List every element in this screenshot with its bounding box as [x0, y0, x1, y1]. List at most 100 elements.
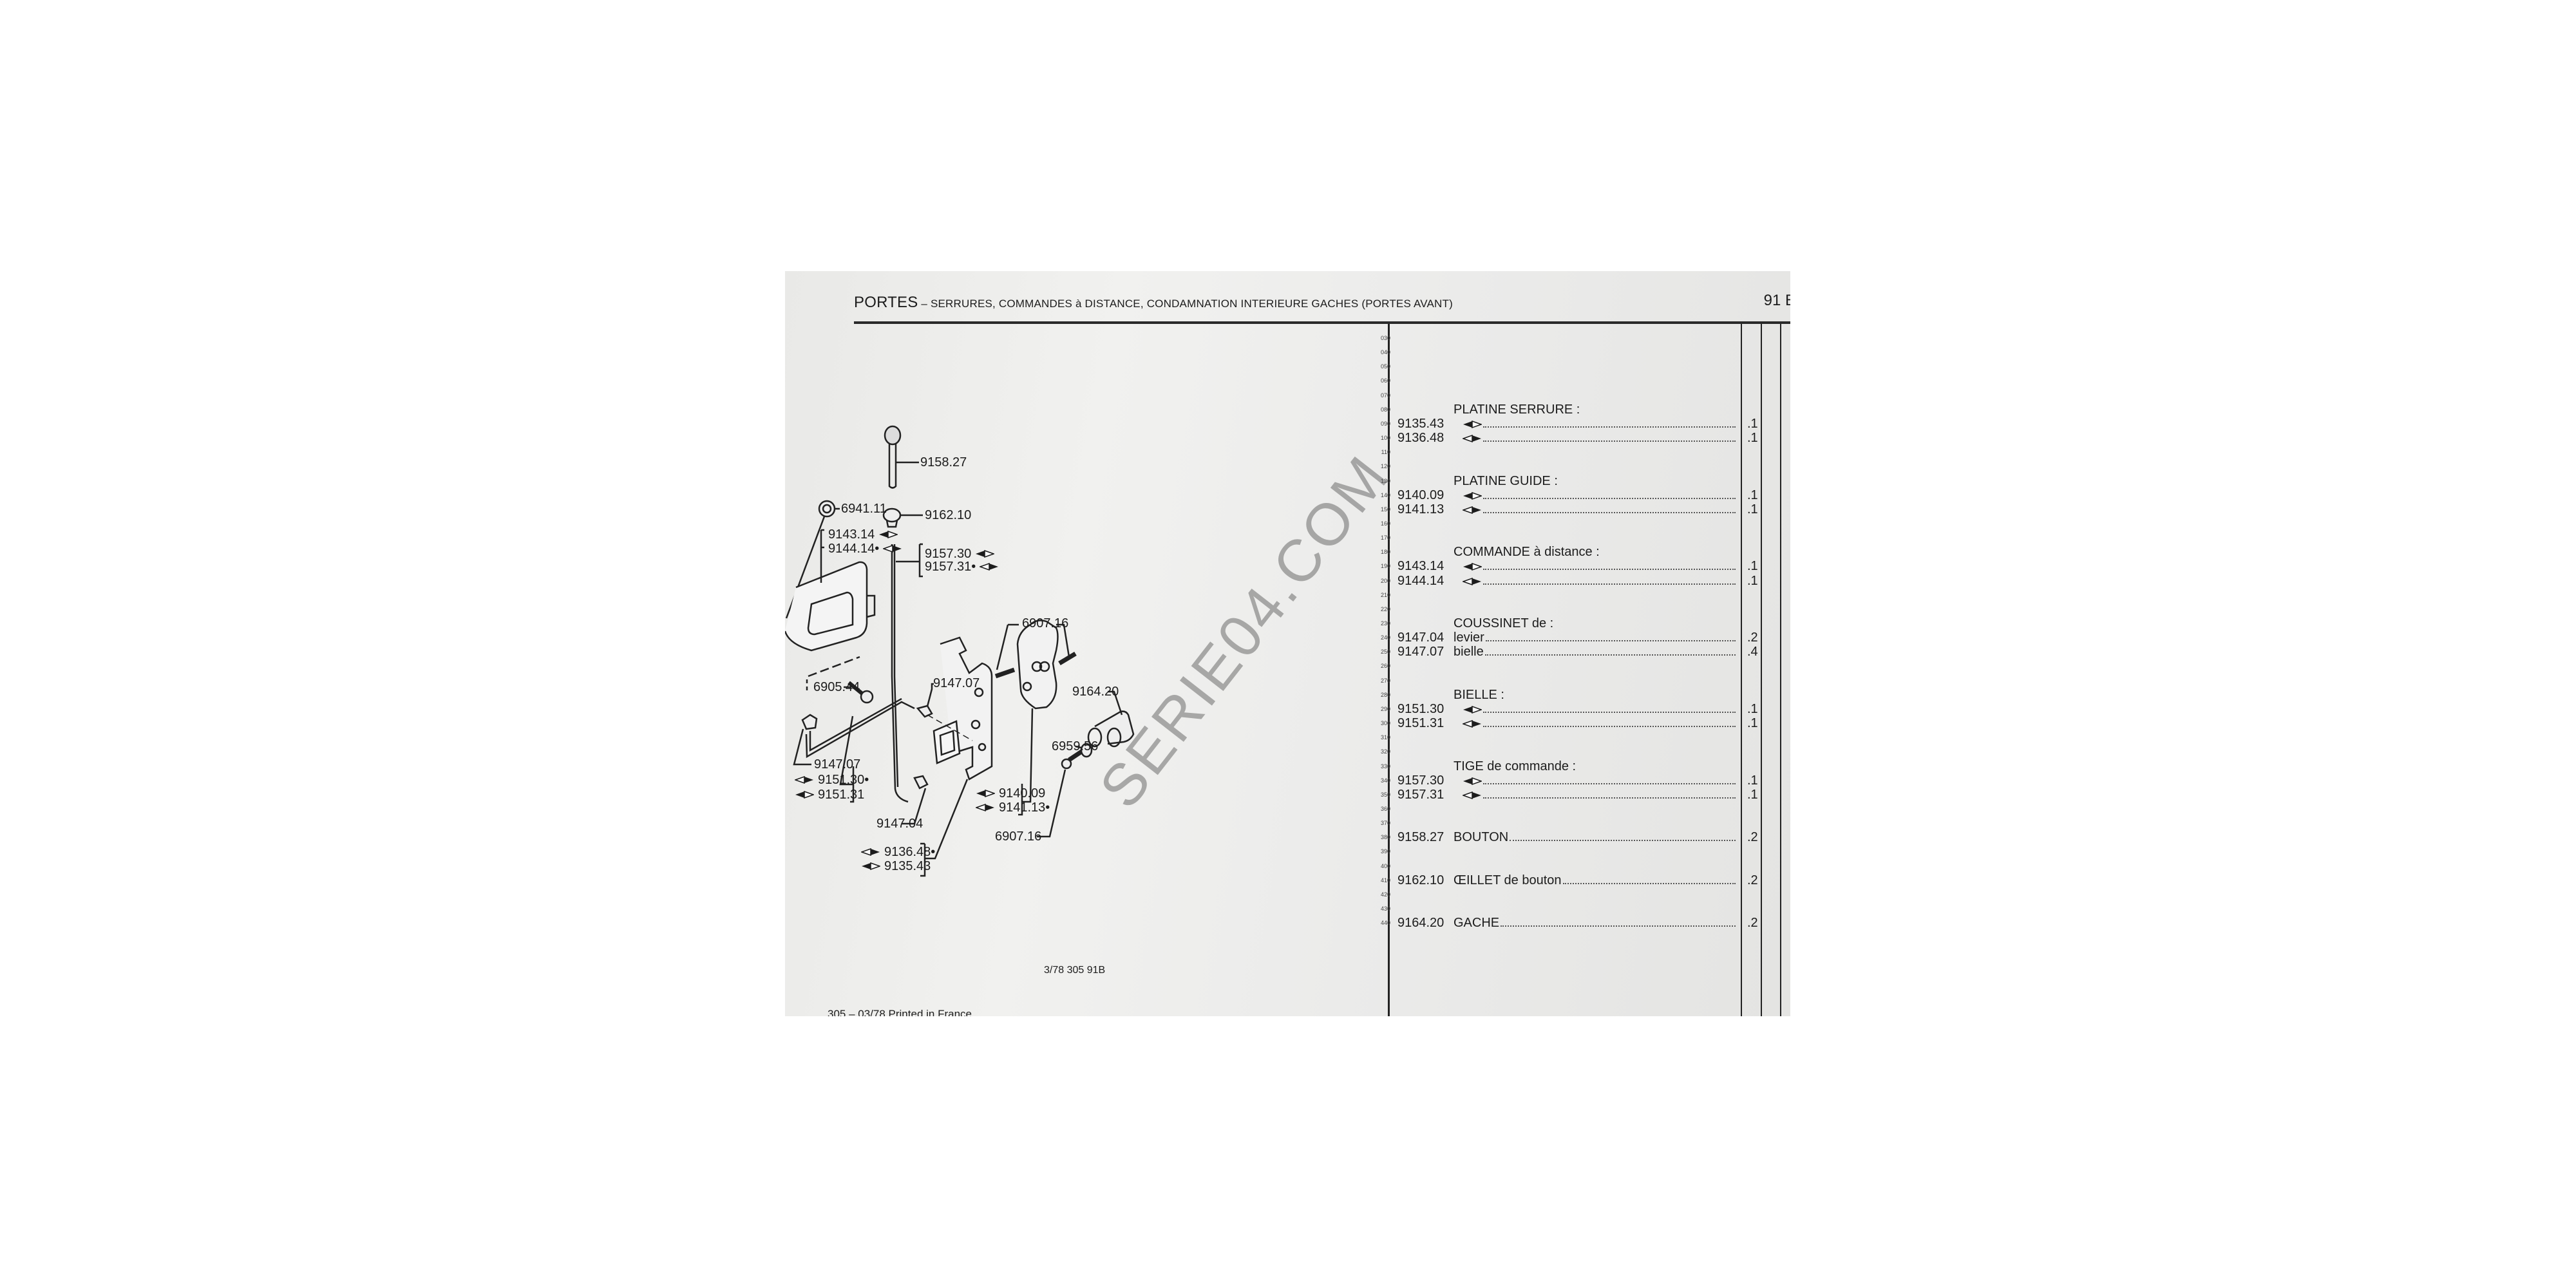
line-number: 180: [1380, 549, 1390, 556]
diamond-right-filled-icon: [1461, 577, 1481, 585]
callout-label: 6907.16: [1022, 616, 1069, 630]
line-number: 110: [1381, 449, 1390, 456]
callout-label: 9158.27: [920, 455, 967, 469]
part-description: bielle: [1454, 645, 1484, 659]
column-divider-qty-left: [1741, 324, 1742, 1016]
side-indicator: [1461, 577, 1482, 589]
callout-label: 6905.44: [813, 680, 860, 694]
page-number: 91 B: [1763, 292, 1790, 309]
part-number: 9147.04: [1397, 630, 1444, 645]
part-number: 9144.14: [1397, 573, 1444, 588]
line-number: 300: [1380, 720, 1390, 727]
dot-leader: [1483, 440, 1736, 442]
part-callout: 9147.07: [933, 676, 980, 690]
quantity: .1: [1747, 502, 1758, 516]
callout-label: 9140.09: [999, 786, 1046, 800]
line-number: 170: [1380, 535, 1390, 542]
part-callout: 9147.04: [876, 817, 923, 831]
line-number: 390: [1380, 848, 1390, 855]
quantity: .1: [1747, 573, 1758, 588]
part-number: 9162.10: [1397, 873, 1444, 887]
line-number: 030: [1380, 335, 1390, 341]
part-callout: 6907.16: [995, 829, 1041, 844]
section-heading: PLATINE GUIDE :: [1454, 473, 1558, 488]
line-number: 350: [1380, 791, 1390, 798]
part-number: 9140.09: [1397, 488, 1444, 502]
striker-drawing: [1087, 710, 1135, 748]
diamond-left-filled-icon: [1463, 563, 1483, 571]
diamond-right-filled-icon: [860, 848, 880, 857]
dot-leader: [1483, 497, 1736, 499]
side-indicator: [1461, 434, 1482, 446]
line-number: 400: [1380, 862, 1390, 869]
dot-leader: [1562, 882, 1736, 884]
part-number: 9147.07: [1397, 645, 1444, 659]
guide-plate-drawing: [1016, 620, 1059, 710]
line-number: 410: [1380, 876, 1390, 884]
line-number: 290: [1380, 705, 1390, 712]
dot-leader: [1483, 782, 1736, 784]
callout-label: 9147.07: [933, 676, 980, 690]
column-divider-edge: [1780, 324, 1781, 1016]
side-indicator: [1463, 777, 1483, 788]
quantity: .2: [1747, 830, 1758, 845]
handle-housing-drawing: [785, 561, 876, 652]
dot-leader: [1484, 654, 1736, 656]
header-rule: [854, 321, 1790, 324]
line-number: 120: [1380, 463, 1390, 470]
dot-leader: [1483, 711, 1736, 713]
quantity: .1: [1747, 701, 1758, 716]
part-callout: 9135.43: [857, 859, 931, 873]
part-callout: 9144.14•: [828, 542, 906, 556]
line-number: 320: [1380, 748, 1390, 755]
diamond-left-filled-icon: [862, 862, 882, 871]
callout-label: 9143.14: [828, 527, 875, 542]
line-number: 140: [1380, 491, 1390, 498]
diamond-right-filled-icon: [1461, 719, 1481, 728]
part-callout: 6907.16: [1022, 616, 1068, 630]
part-callout: 6959.56: [1052, 739, 1098, 753]
column-divider-main: [1388, 324, 1390, 1016]
side-indicator: [1461, 791, 1482, 802]
callout-label: 9157.30: [925, 547, 972, 561]
line-number: 160: [1380, 520, 1390, 527]
callout-label: 9147.04: [876, 817, 923, 831]
line-number: 380: [1380, 834, 1390, 841]
callout-label: 6941.11: [841, 502, 887, 516]
dot-leader: [1483, 583, 1736, 585]
line-number: 190: [1380, 563, 1390, 570]
line-number: 270: [1380, 677, 1390, 684]
section-heading: BIELLE :: [1454, 687, 1504, 702]
callout-label: 9144.14•: [828, 542, 880, 556]
dot-leader: [1483, 797, 1736, 799]
side-indicator: [1463, 491, 1483, 503]
callout-label: 9151.31: [818, 788, 865, 802]
diamond-left-filled-icon: [1463, 705, 1483, 714]
part-description: levier: [1454, 630, 1484, 645]
line-number: 240: [1380, 634, 1390, 641]
line-number: 360: [1380, 805, 1390, 812]
diamond-right-filled-icon: [974, 803, 994, 812]
line-number: 310: [1380, 734, 1390, 741]
diamond-left-filled-icon: [879, 530, 899, 539]
part-number: 9151.30: [1397, 701, 1444, 716]
line-number: 230: [1380, 620, 1390, 627]
title-sub: – SERRURES, COMMANDES à DISTANCE, CONDAM…: [918, 298, 1453, 310]
part-number: 9135.43: [1397, 416, 1444, 431]
section-heading: PLATINE SERRURE :: [1454, 402, 1580, 417]
side-indicator: [1463, 562, 1483, 574]
callout-label: 9164.20: [1072, 685, 1119, 699]
callout-label: 9151.30•: [818, 773, 869, 787]
part-callout: 9143.14: [828, 527, 902, 542]
quantity: .1: [1747, 416, 1758, 431]
diamond-left-filled-icon: [976, 549, 996, 558]
line-number: 080: [1380, 406, 1390, 413]
part-callout: 9147.07: [814, 757, 860, 772]
callout-label: 9141.13•: [999, 800, 1050, 815]
part-callout: 6905.44: [813, 680, 860, 694]
quantity: .1: [1747, 431, 1758, 446]
line-number: 250: [1380, 649, 1390, 656]
link-rod-drawing: [805, 701, 915, 759]
quantity: .1: [1747, 773, 1758, 788]
callout-label: 6959.56: [1052, 739, 1099, 753]
